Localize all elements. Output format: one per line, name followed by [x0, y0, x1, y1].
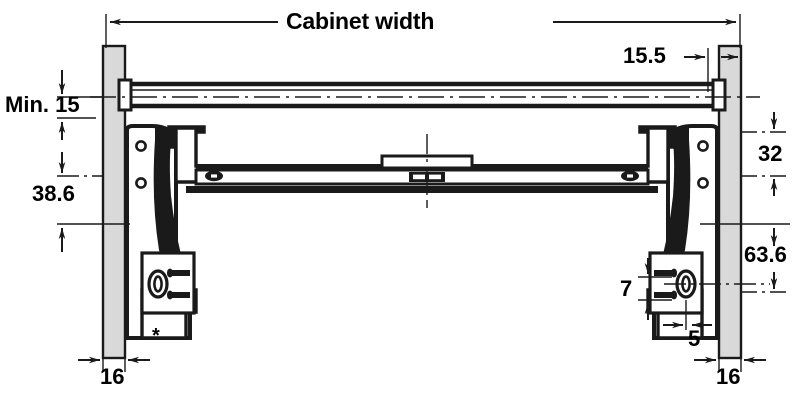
label-63-6: 63.6	[744, 242, 787, 267]
label-16-right: 16	[716, 364, 741, 389]
dimension-16-left	[78, 340, 150, 372]
inner-rail-lines	[125, 200, 719, 338]
label-7: 7	[620, 276, 633, 301]
label-32: 32	[758, 141, 783, 166]
label-cabinet-width: Cabinet width	[286, 8, 435, 34]
dimension-cabinet-width	[105, 14, 741, 48]
label-5: 5	[688, 326, 701, 351]
label-15-5: 15.5	[623, 43, 666, 68]
dimension-16-right	[694, 340, 766, 372]
dimension-63-6	[700, 223, 790, 293]
left-mounting-plate	[140, 251, 196, 315]
label-16-left: 16	[100, 364, 125, 389]
dimension-min-15	[57, 70, 103, 119]
right-mounting-plate	[648, 251, 704, 315]
dimension-15-5	[684, 48, 738, 92]
label-38-6: 38.6	[32, 181, 75, 206]
label-min-15: Min. 15	[5, 92, 80, 117]
dimension-32	[741, 112, 790, 196]
dimension-38-6	[57, 122, 130, 252]
dimension-7	[638, 258, 672, 320]
dimension-5	[663, 300, 720, 330]
center-coupler	[380, 134, 474, 208]
label-footnote-asterisk: *	[152, 325, 160, 347]
top-cross-rail	[90, 78, 760, 112]
